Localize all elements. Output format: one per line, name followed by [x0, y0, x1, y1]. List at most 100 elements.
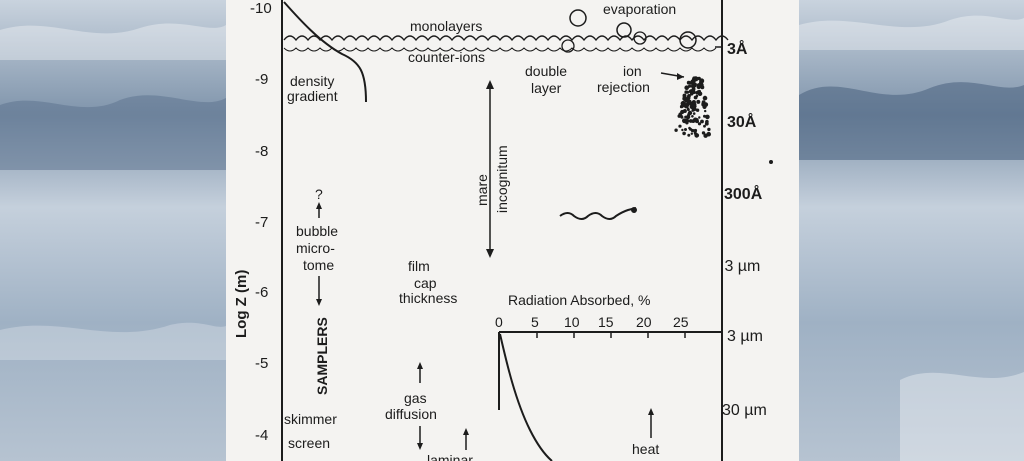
ion-dot: [705, 119, 709, 124]
label-question: ?: [315, 186, 323, 202]
label-gas: gas: [404, 390, 427, 406]
label-monolayers: monolayers: [410, 18, 482, 34]
ion-dot: [691, 115, 694, 118]
label-screen: screen: [288, 435, 330, 451]
ion-dot: [704, 109, 707, 113]
ion-dot: [687, 99, 692, 105]
ion-dot: [705, 114, 710, 120]
ion-dot: [691, 83, 695, 86]
inset-title: Radiation Absorbed, %: [508, 292, 650, 308]
label-gradient: gradient: [287, 88, 338, 104]
ion-dot: [678, 124, 682, 128]
evaporation-bubble: [679, 31, 697, 49]
mare-arrowhead-bottom: [486, 249, 494, 258]
evaporation-bubble: [561, 39, 575, 53]
ion-dot: [707, 127, 711, 132]
sea-background-right: [799, 0, 1024, 461]
label-laminar: laminar: [427, 452, 473, 461]
ion-dot: [685, 102, 690, 108]
laminar-arrowhead: [463, 428, 469, 435]
inset-tick-label: 25: [673, 314, 689, 330]
evaporation-bubble: [633, 31, 647, 45]
inset-tick-labels: 0 5 10 15 20 25: [495, 314, 689, 330]
y-tick-label: -9: [255, 71, 268, 88]
ion-dot: [690, 132, 693, 135]
heat-arrowhead: [648, 408, 654, 415]
sea-serpent: [559, 207, 637, 220]
ion-dot: [687, 133, 691, 137]
evaporation-bubble: [569, 9, 587, 27]
ion-dot: [696, 76, 699, 80]
ion-dot: [701, 131, 706, 135]
bubble-arrowhead-down: [316, 299, 322, 306]
ion-dot: [687, 94, 691, 98]
ion-dot: [703, 133, 708, 138]
label-tome: tome: [303, 257, 334, 273]
scale-label-300a: 300Å: [724, 184, 763, 203]
density-gradient-curve: [283, 1, 367, 103]
ion-dot: [701, 100, 706, 105]
ion-dot: [696, 99, 701, 104]
ion-dot: [684, 85, 689, 90]
ion-dot: [691, 106, 697, 112]
monolayer-under-surface: [283, 47, 717, 52]
label-ion: ion: [623, 63, 642, 79]
label-cap: cap: [414, 275, 437, 291]
inset-tick-label: 10: [564, 314, 580, 330]
ion-dot: [695, 94, 699, 98]
ion-dot: [690, 92, 694, 96]
label-heat: heat: [632, 441, 659, 457]
y-tick-label: -4: [255, 427, 268, 444]
sea-background-left: [0, 0, 226, 461]
scale-label-30a: 30Å: [727, 112, 757, 131]
gas-arrowhead-down: [417, 443, 423, 450]
label-diffusion: diffusion: [385, 406, 437, 422]
label-skimmer: skimmer: [284, 411, 337, 427]
ion-dot: [695, 91, 699, 95]
ion-dot: [698, 116, 701, 119]
ion-dot: [684, 128, 687, 131]
ion-dot: [682, 109, 687, 113]
ion-dot: [688, 126, 691, 130]
bubble-arrowhead-up: [316, 202, 322, 209]
evaporation-bubble: [616, 22, 632, 38]
ion-dot: [697, 122, 702, 126]
inset-ticks: [536, 332, 686, 338]
inset-tick-label: 0: [495, 314, 503, 330]
y-tick-label: -10: [250, 0, 272, 17]
ion-rejection-arrowhead: [677, 73, 684, 80]
ion-dot: [685, 114, 691, 120]
inset-tick-label: 15: [598, 314, 614, 330]
label-double: double: [525, 63, 567, 79]
ion-dot: [691, 89, 694, 93]
ion-dot: [682, 131, 686, 136]
ion-dot: [685, 90, 690, 94]
ion-dot: [681, 128, 684, 132]
ion-dot: [692, 112, 696, 115]
ion-dot: [680, 115, 684, 119]
label-rejection: rejection: [597, 79, 650, 95]
absorption-curve: [499, 333, 553, 461]
ion-dot: [691, 119, 696, 123]
y-tick-label: -6: [255, 284, 268, 301]
label-density: density: [290, 73, 334, 89]
ion-dot: [693, 128, 698, 133]
label-bubble: bubble: [296, 223, 338, 239]
label-incognitum: incognitum: [494, 145, 510, 213]
ion-dot: [700, 119, 704, 124]
y-tick-label: -8: [255, 143, 268, 160]
label-mare: mare: [474, 174, 490, 206]
scale-dot: [769, 160, 773, 164]
monolayer-surface: [283, 35, 729, 42]
label-layer: layer: [531, 80, 562, 96]
ion-dot: [674, 128, 678, 132]
label-film: film: [408, 258, 430, 274]
y-axis-label: Log Z (m): [233, 270, 250, 338]
ion-dot: [682, 95, 686, 99]
inset-tick-label: 5: [531, 314, 539, 330]
ion-dot: [684, 118, 690, 124]
scale-label-30um: 30 µm: [722, 402, 767, 419]
ion-dot: [702, 95, 708, 101]
ion-dot: [703, 124, 706, 128]
